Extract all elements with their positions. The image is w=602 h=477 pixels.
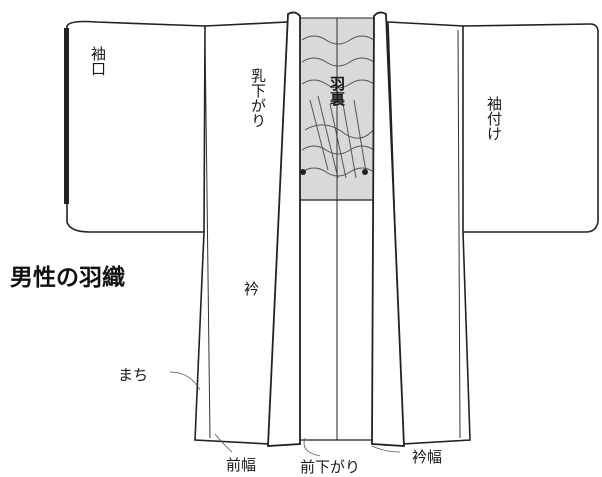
label-maesagari: 前下がり xyxy=(300,458,360,476)
left-sleeve xyxy=(66,20,206,233)
right-collar xyxy=(371,11,405,447)
label-chisagari: 乳下がり xyxy=(249,68,267,128)
label-erihaba: 衿幅 xyxy=(412,448,442,466)
leader-lines xyxy=(169,371,401,457)
label-sodeguchi: 袖口 xyxy=(89,46,107,76)
right-sleeve xyxy=(462,23,599,233)
label-sodetsuke: 袖付け xyxy=(485,96,503,141)
label-eri: 衿 xyxy=(244,280,259,298)
sleeve-opening xyxy=(64,28,69,204)
lining-pattern xyxy=(299,17,375,201)
left-front-body xyxy=(194,21,289,445)
diagram-title: 男性の羽織 xyxy=(10,264,125,291)
label-maehaba: 前幅 xyxy=(226,456,256,474)
label-haura: 羽裏 xyxy=(328,76,346,107)
label-machi: まち xyxy=(118,366,148,384)
left-collar xyxy=(267,11,301,447)
